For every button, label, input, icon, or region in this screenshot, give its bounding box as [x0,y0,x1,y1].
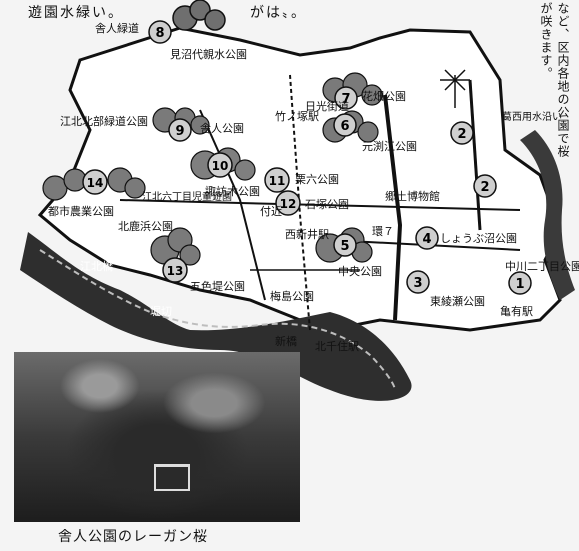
park-label-13: 五色堤公園 [190,279,245,293]
park-number: 13 [167,264,184,278]
park-marker-7: 7 [334,86,358,110]
park-label-6: 元渕江公園 [362,139,417,153]
road-labels: 日光街道 環７ 北千住駅 西新井駅 竹ノ塚駅 梅島公園 江北橋 堀切 亀有駅 付… [80,99,533,353]
label-minuma: 見沼代親水公園 [170,47,247,61]
park-number: 8 [155,26,164,41]
reagan-cherry-photo [14,352,300,522]
road-label-umejima: 梅島公園 [270,289,314,303]
road-label-kameari: 亀有駅 [500,304,533,318]
park-marker-10: 10 [207,152,233,178]
park-marker-2: 2 [450,121,474,145]
park-label-3: 東綾瀬公園 [430,294,485,308]
other-labels: 見沼代親水公園 江北北部緑道公園 江北六丁目児童遊園 北鹿浜公園 郷土博物館 新… [60,47,440,348]
arakawa-river [20,232,412,401]
road-label-takenotsuka: 竹ノ塚駅 [275,109,319,123]
road-label-nikko: 日光街道 [305,99,349,113]
right-text-col2: が咲きます。 [539,2,553,80]
park-label-9: 舎人公園 [200,122,244,135]
road-label-fukin: 付近 [260,205,282,218]
photo-caption: 舎人公園のレーガン桜 [58,529,208,545]
park-marker-12: 12 [275,190,301,216]
river-center-line [39,249,396,391]
header-mid-text: がは〟。 [250,5,307,21]
park-marker-2b: 2 [473,174,497,198]
park-marker-3: 3 [406,270,430,294]
park-number: 2 [457,127,466,142]
tree-cluster-8 [172,0,226,31]
tree-cluster-14 [42,167,146,201]
tree-cluster-9 [152,107,210,135]
park-label-1: 中川二丁目公園 [505,260,579,273]
park-number: 5 [340,239,349,254]
label-museum: 郷土博物館 [385,189,440,203]
park-number: 12 [280,197,297,211]
park-marker-8: 8 [148,20,172,44]
nakagawa-river [520,130,575,300]
label-kohoku-north: 江北北部緑道公園 [60,114,148,128]
park-number: 11 [269,174,286,188]
park-number: 7 [341,92,350,107]
park-label-11: 栗六公園 [295,173,339,186]
park-number: 9 [175,124,184,139]
park-number: 1 [515,277,524,292]
road-label-kitasenju: 北千住駅 [315,339,359,353]
park-marker-4: 4 [415,226,439,250]
header-left-text: 遊園水緑い。 [28,5,124,21]
label-kita-shikahama: 北鹿浜公園 [118,219,173,233]
park-labels: 中川二丁目公園 葛西用水沿い 東綾瀬公園 しょうぶ沼公園 中央公園 元渕江公園 … [48,21,579,308]
park-label-12: 石塚公園 [305,198,349,211]
park-marker-5: 5 [333,233,357,257]
label-kohoku-6: 江北六丁目児童遊園 [142,190,232,203]
park-marker-13: 13 [162,257,188,283]
park-label-8: 舎人緑道 [95,21,139,35]
park-marker-1: 1 [508,271,532,295]
park-marker-9: 9 [168,118,192,142]
park-label-5: 中央公園 [338,265,382,278]
park-marker-6: 6 [333,113,357,137]
park-number: 10 [212,159,229,173]
road-label-kan7: 環７ [372,225,394,238]
park-number: 3 [413,276,422,291]
road-label-nishiarai: 西新井駅 [285,227,329,241]
park-label-4: しょうぶ沼公園 [440,231,517,245]
park-label-14: 都市農業公園 [48,204,114,218]
label-shinbashi: 新橋 [275,334,297,348]
park-number: 2 [480,180,489,195]
windmill-icon [440,69,470,108]
road-label-kohokubashi: 江北橋 [80,259,113,273]
road-label-horikiri: 堀切 [150,305,172,318]
park-label-10: 諏訪木公園 [205,184,260,198]
park-number: 4 [422,232,431,247]
bench-shape [154,464,190,491]
tree-cluster-13 [150,227,201,266]
park-label-7: 花畑公園 [362,90,406,103]
park-marker-11: 11 [264,167,290,193]
park-marker-14: 14 [82,169,108,195]
park-number: 6 [340,119,349,134]
park-label-2: 葛西用水沿い [502,110,562,123]
park-number: 14 [87,176,104,190]
right-text-col1: など、区内各地の公園で桜 [556,2,570,158]
